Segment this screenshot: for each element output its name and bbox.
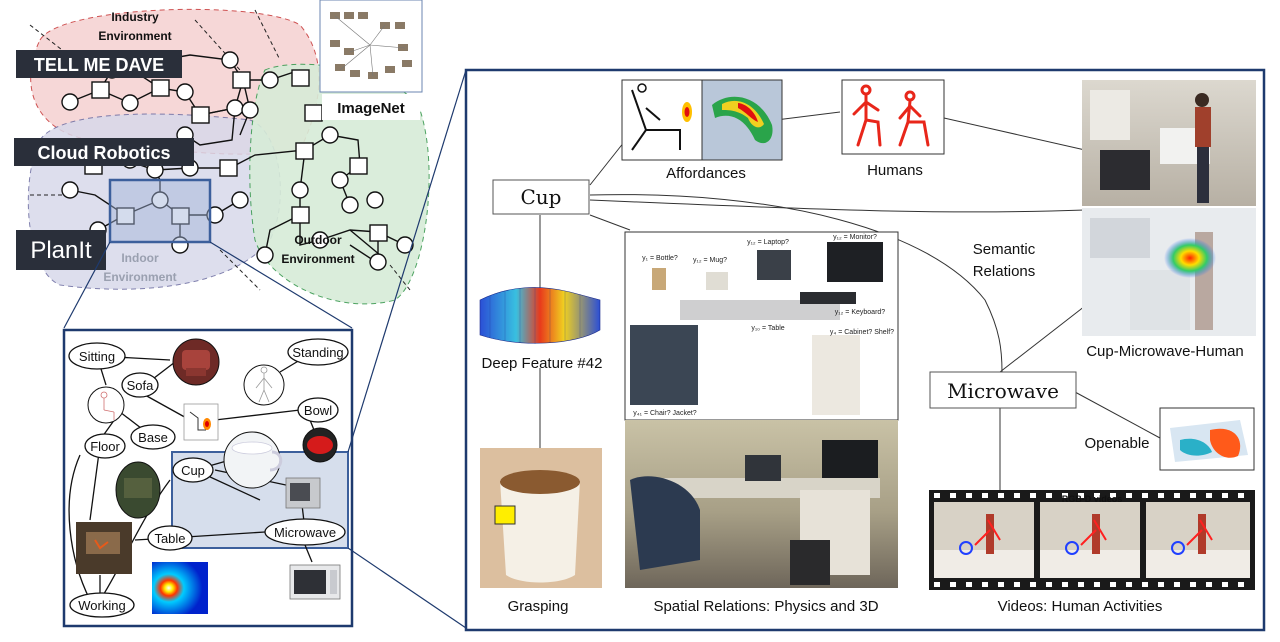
- indoor-highlight: [108, 178, 212, 244]
- grasping-image: [480, 448, 602, 588]
- outdoor-label-1: Outdoor: [294, 233, 342, 247]
- indoor-label-2: Environment: [103, 270, 176, 284]
- standing-skeleton-image: [243, 364, 285, 406]
- video-frame: [1040, 502, 1140, 578]
- spatial-table-label: y₁₀ = Table: [751, 325, 784, 332]
- spatial-keyboard-label: y₁₂ = Keyboard?: [835, 309, 886, 316]
- cup-microwave-human-photo: [1082, 208, 1256, 336]
- cup-box: [492, 179, 590, 215]
- node-floor: Floor: [90, 439, 120, 454]
- node-base: Base: [138, 430, 168, 445]
- humans-label: Humans: [867, 162, 923, 179]
- microwave-oven-image: [289, 564, 341, 600]
- video-frame: [934, 502, 1034, 578]
- node-sofa: Sofa: [127, 378, 155, 393]
- microwave-small-image: [285, 477, 321, 509]
- tell-me-dave-label: TELL ME DAVE: [34, 55, 164, 75]
- spatial-relations-diagram: y₁ = Bottle? y₁₂ = Mug? y₁₂ = Laptop? y₁…: [624, 231, 899, 421]
- node-table: Table: [154, 531, 185, 546]
- outdoor-label-2: Environment: [281, 252, 354, 266]
- rgbd-video-strip: RGB-D videos: [929, 490, 1255, 590]
- node-standing: Standing: [292, 345, 343, 360]
- working-image: [76, 522, 132, 574]
- cloud-robotics-box: [14, 138, 194, 166]
- heatmap-image: [152, 562, 208, 614]
- detail-panel: Cup Microwave Affordances: [464, 68, 1266, 632]
- node-cup: Cup: [181, 463, 205, 478]
- affordances-label: Affordances: [666, 165, 746, 182]
- node-sitting: Sitting: [79, 349, 115, 364]
- spatial-label: Spatial Relations: Physics and 3D: [653, 598, 878, 615]
- imagenet-label: ImageNet: [337, 100, 405, 117]
- deep-feature-label: Deep Feature #42: [482, 355, 603, 372]
- floor-image: [115, 461, 161, 519]
- node-bowl: Bowl: [304, 403, 332, 418]
- microwave-box: [929, 371, 1077, 409]
- overview-graph: Industry Environment TELL ME DAVE Cloud …: [14, 0, 430, 305]
- planit-label: PlanIt: [30, 237, 92, 264]
- cup-image: [223, 431, 283, 489]
- spatial-monitor-label: y₁₂ = Monitor?: [833, 234, 877, 241]
- affordance-thumb-image: [183, 403, 219, 441]
- videos-label: Videos: Human Activities: [998, 598, 1163, 615]
- node-working: Working: [78, 598, 125, 613]
- deep-feature-image: [479, 287, 601, 344]
- bowl-image: [302, 427, 338, 463]
- grasping-label: Grasping: [508, 598, 569, 615]
- sitting-skeleton-image: [87, 386, 125, 424]
- semantic-label-2: Relations: [973, 263, 1036, 280]
- industry-label-2: Environment: [98, 29, 171, 43]
- cup-microwave-human-label: Cup-Microwave-Human: [1086, 343, 1244, 360]
- imagenet-thumbnail: [319, 0, 423, 93]
- indoor-label-1: Indoor: [121, 251, 159, 265]
- microwave-label: Microwave: [947, 379, 1059, 403]
- cup-label: Cup: [521, 185, 562, 209]
- sofa-image: [172, 338, 220, 386]
- rgbd-label: RGB-D videos: [1062, 494, 1123, 504]
- environment-panel: Sitting Standing Sofa Base Floor Bowl Cu…: [62, 328, 354, 628]
- openable-label: Openable: [1084, 435, 1149, 452]
- semantic-label-1: Semantic: [973, 241, 1036, 258]
- affordance-heatmap-image: [701, 79, 783, 161]
- humans-image: [841, 79, 945, 155]
- spatial-cabinet-label: y₄ = Cabinet? Shelf?: [830, 329, 894, 336]
- planit-box: [16, 230, 106, 270]
- office-photo: [625, 420, 898, 588]
- tell-me-dave-box: [16, 50, 182, 78]
- spatial-bottle-label: y₁ = Bottle?: [642, 255, 678, 262]
- spatial-mug-label: y₁₂ = Mug?: [693, 257, 727, 264]
- industry-label-1: Industry: [111, 10, 159, 24]
- room-photo: [1082, 80, 1256, 206]
- cloud-robotics-label: Cloud Robotics: [38, 143, 171, 163]
- spatial-laptop-label: y₁₂ = Laptop?: [747, 239, 789, 246]
- openable-image: [1159, 407, 1255, 471]
- affordance-chair-image: [621, 79, 703, 161]
- node-microwave: Microwave: [274, 525, 336, 540]
- video-frame: [1146, 502, 1250, 578]
- spatial-chair-label: y₄₁ = Chair? Jacket?: [633, 410, 696, 417]
